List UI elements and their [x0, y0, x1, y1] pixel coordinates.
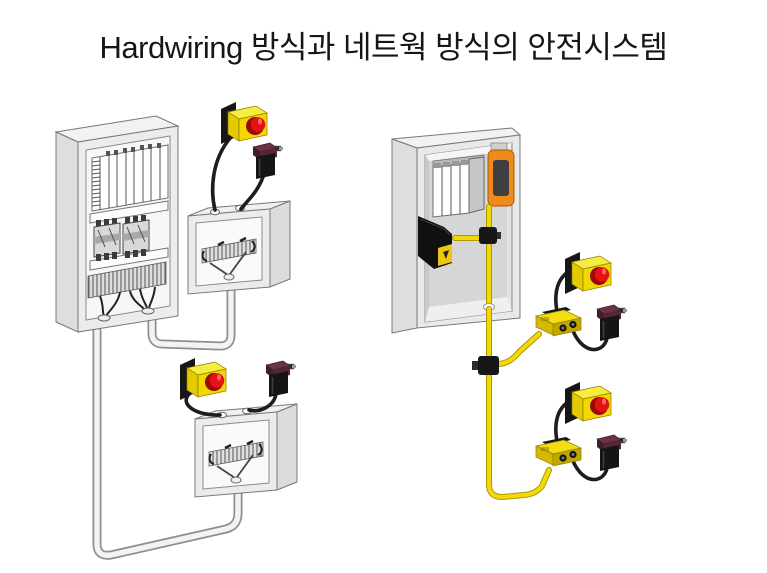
switch-2-cable [247, 392, 278, 413]
hardwired-control-cabinet [54, 115, 180, 333]
cable-tap-outside [472, 356, 499, 375]
plc-rack [91, 143, 169, 212]
junction-box-2 [193, 402, 299, 499]
wiring-conduit-lower [92, 326, 243, 560]
terminal-block-row [87, 261, 167, 322]
wiring-conduit-upper [147, 286, 236, 351]
emergency-stop-2 [179, 357, 227, 401]
wiring-duct [89, 200, 169, 224]
network-trunk-cable [486, 306, 552, 500]
safety-io-cluster-2 [536, 382, 627, 480]
branch-cable [494, 331, 542, 367]
orange-safety-network-module [487, 142, 515, 207]
emergency-stop-1 [220, 101, 268, 145]
diagram-title: Hardwiring 방식과 네트웍 방식의 안전시스템 [99, 30, 668, 65]
safety-door-switch-2 [265, 360, 297, 398]
safety-io-cluster-1 [536, 252, 627, 350]
network-system-illustration [391, 127, 627, 500]
switch-1-cable [239, 175, 265, 211]
estop-1-cable [210, 135, 233, 212]
black-safety-controller [418, 216, 452, 269]
hardwired-system-illustration [54, 101, 299, 560]
network-control-cabinet [391, 127, 522, 334]
contactor-2 [122, 214, 150, 259]
cable-tap-inside [479, 227, 497, 244]
junction-box-1 [186, 199, 292, 296]
contactor-1 [93, 217, 121, 262]
network-plc-rack [432, 154, 485, 218]
safety-door-switch-1 [252, 142, 284, 180]
in-cabinet-network-cable [452, 204, 501, 311]
